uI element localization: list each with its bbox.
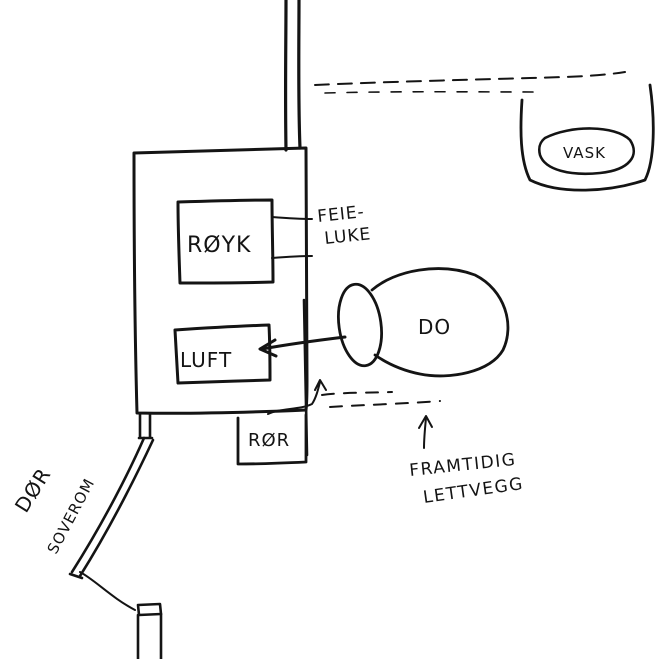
future-wall-dashed: [321, 391, 393, 396]
main-wall: [283, 0, 309, 457]
toilet-label: DO: [418, 315, 451, 339]
sink: [519, 83, 655, 192]
toilet: [337, 267, 510, 378]
upper-dashed-wall: [314, 71, 626, 86]
cleaning-hatch-label-line1: FEIE-: [316, 202, 365, 227]
smoke-label: RØYK: [187, 233, 251, 258]
air-arrow: [258, 335, 347, 358]
chimney-block: [132, 146, 309, 415]
door-label-line1: DØR: [10, 463, 56, 516]
smoke-box: [176, 198, 275, 285]
future-wall-arrow: [418, 415, 433, 449]
air-box: [173, 323, 272, 385]
cleaning-hatch-label-line2: LUKE: [323, 224, 372, 249]
pipe-label: RØR: [248, 430, 290, 451]
bedroom-door: [68, 412, 163, 659]
cleaning-hatch-lines: [271, 216, 313, 259]
sink-label: VASK: [563, 144, 606, 162]
future-wall-dashed-2: [329, 400, 441, 408]
pipe-box: [236, 413, 308, 466]
future-wall-label-line2: LETTVEGG: [422, 474, 525, 508]
air-label: LUFT: [180, 348, 232, 372]
upper-dashed-wall-2: [324, 90, 541, 94]
pipe-hook: [267, 379, 327, 415]
